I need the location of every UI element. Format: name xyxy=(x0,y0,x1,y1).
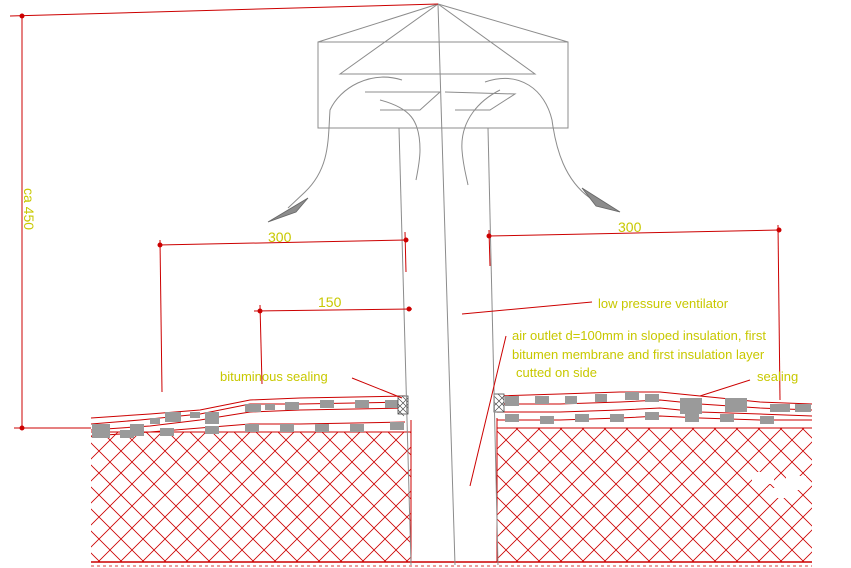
right-width-dimension-text: 300 xyxy=(618,219,642,235)
leader-lines xyxy=(351,301,751,487)
height-dimension-line xyxy=(9,3,439,431)
white-gap-marks xyxy=(752,472,806,498)
right-roof-layers xyxy=(493,391,813,424)
right-300-dimension-line xyxy=(486,224,782,401)
ventilator-label: low pressure ventilator xyxy=(598,296,729,311)
sealing-label: sealing xyxy=(757,369,798,384)
bottom-edge xyxy=(91,561,812,567)
bituminous-sealing-label: bituminous sealing xyxy=(220,369,328,384)
air-flow-arrow-left xyxy=(267,197,309,223)
inner-150-dimension-line xyxy=(253,304,413,385)
left-300-dimension-line xyxy=(157,231,409,393)
inner-width-dimension-text: 150 xyxy=(318,294,342,310)
height-dimension-text: ca 450 xyxy=(21,188,37,230)
air-outlet-label-line1: air outlet d=100mm in sloped insulation,… xyxy=(512,328,766,343)
air-flow-arrow-right xyxy=(581,187,621,213)
right-insulation-block xyxy=(496,418,812,562)
air-outlet-label-line2: bitumen membrane and first insulation la… xyxy=(512,347,765,362)
left-roof-layers xyxy=(90,395,409,438)
left-insulation-block xyxy=(91,420,412,562)
air-outlet-label-line3: cutted on side xyxy=(516,365,597,380)
left-width-dimension-text: 300 xyxy=(268,229,292,245)
ventilator-outline xyxy=(287,3,591,566)
